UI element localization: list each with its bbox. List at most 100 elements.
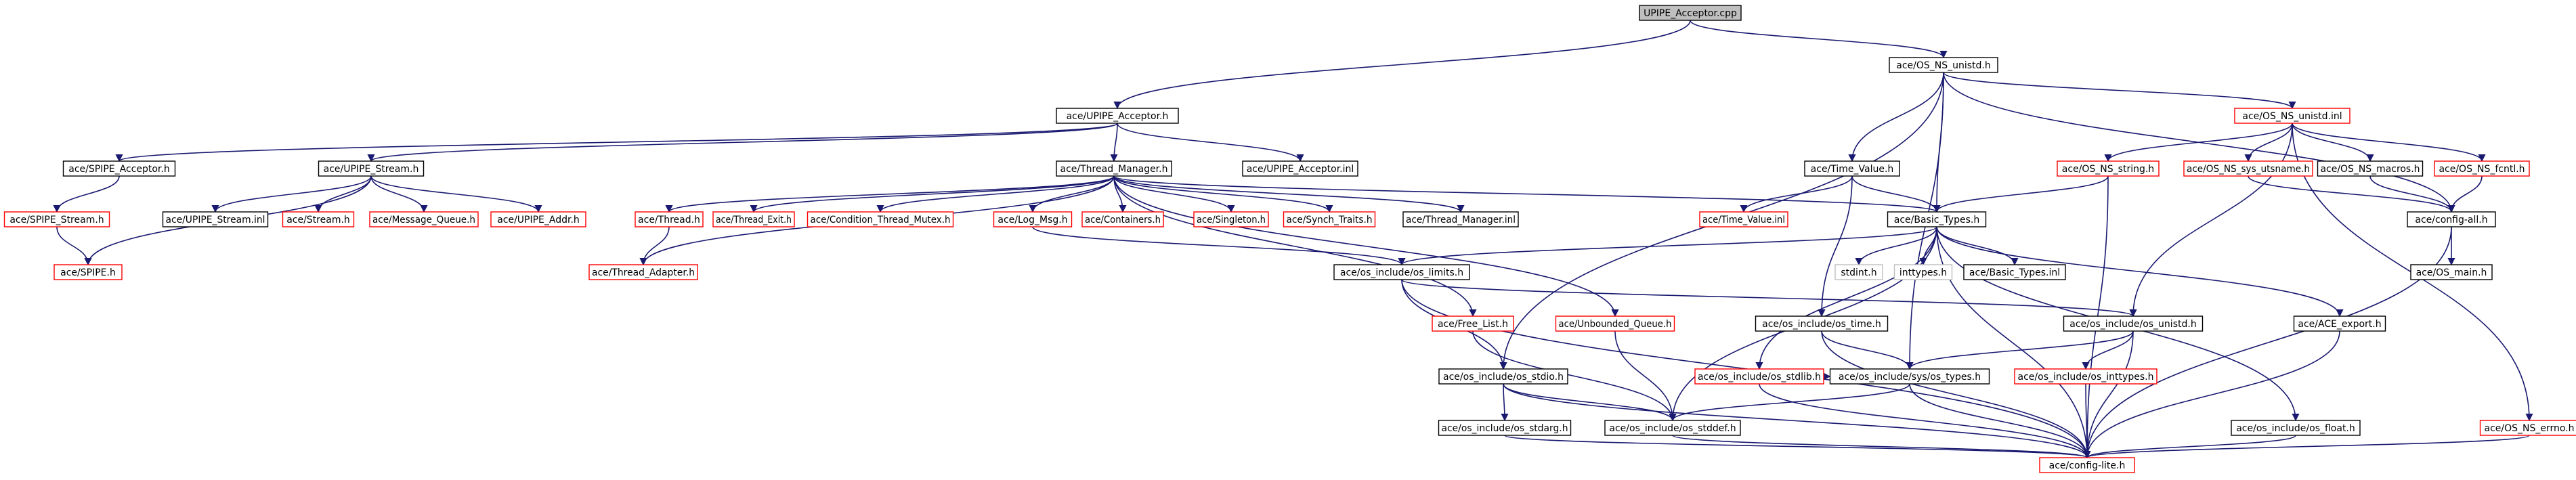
node-os-stdlib-h[interactable]: ace/os_include/os_stdlib.h — [1694, 368, 1824, 385]
node-os-ns-sys-utsname-h[interactable]: ace/OS_NS_sys_utsname.h — [2183, 160, 2313, 177]
node-upipe-stream-h[interactable]: ace/UPIPE_Stream.h — [318, 160, 425, 177]
node-box — [1081, 211, 1164, 227]
node-os-time-h[interactable]: ace/os_include/os_time.h — [1755, 315, 1889, 332]
edge-thread_manager_h-to-thread_h — [665, 175, 1115, 213]
edge-basic_types_h-to-stdint_h — [1855, 226, 1937, 266]
edge-os_stdio_h-to-os_stdarg_h — [1501, 383, 1509, 422]
node-synch-traits-h[interactable]: ace/Synch_Traits.h — [1283, 211, 1376, 227]
node-label: ace/Time_Value.h — [1811, 164, 1894, 175]
node-time-value-h[interactable]: ace/Time_Value.h — [1804, 160, 1900, 177]
node-box — [1283, 211, 1376, 227]
node-config-lite-h[interactable]: ace/config-lite.h — [2039, 457, 2135, 473]
node-box — [2293, 315, 2386, 332]
nodes-layer: UPIPE_Acceptor.cpp ace/OS_NS_unistd.h ace/… — [3, 5, 2576, 473]
node-singleton-h[interactable]: ace/Singleton.h — [1193, 211, 1269, 227]
node-thread-exit-h[interactable]: ace/Thread_Exit.h — [712, 211, 795, 227]
node-label: ace/Containers.h — [1085, 215, 1161, 225]
node-os-ns-fcntl-h[interactable]: ace/OS_NS_fcntl.h — [2434, 160, 2530, 177]
node-upipe-acceptor-inl[interactable]: ace/UPIPE_Acceptor.inl — [1242, 160, 1358, 177]
node-os-ns-unistd-inl[interactable]: ace/OS_NS_unistd.inl — [2234, 108, 2350, 124]
node-box — [2057, 160, 2160, 177]
edge-os_unistd_h-to-os_inttypes_h — [2082, 330, 2134, 370]
node-box — [2434, 160, 2530, 177]
node-box — [1829, 368, 1990, 385]
node-unbounded-queue-h[interactable]: ace/Unbounded_Queue.h — [1555, 315, 1675, 332]
node-spipe-stream-h[interactable]: ace/SPIPE_Stream.h — [3, 211, 110, 227]
node-box — [1887, 211, 1987, 227]
node-box — [318, 160, 425, 177]
node-os-ns-string-h[interactable]: ace/OS_NS_string.h — [2057, 160, 2160, 177]
node-label: stdint.h — [1841, 267, 1876, 278]
node-os-stdarg-h[interactable]: ace/os_include/os_stdarg.h — [1438, 420, 1572, 436]
edge-thread_manager_h-to-free_list_h — [1113, 175, 1477, 318]
node-os-ns-errno-h[interactable]: ace/OS_NS_errno.h — [2479, 420, 2576, 436]
node-box — [2039, 457, 2135, 473]
node-os-limits-h[interactable]: ace/os_include/os_limits.h — [1333, 264, 1470, 280]
node-upipe-acceptor-h[interactable]: ace/UPIPE_Acceptor.h — [1056, 108, 1179, 124]
node-thread-manager-inl[interactable]: ace/Thread_Manager.inl — [1402, 211, 1519, 227]
node-root[interactable]: UPIPE_Acceptor.cpp — [1639, 5, 1742, 21]
edge-basic_types_h-to-os_stdlib_h — [1755, 226, 1937, 370]
edge-os_inttypes_h-to-config_lite_h — [2083, 383, 2091, 459]
node-config-all-h[interactable]: ace/config-all.h — [2407, 211, 2496, 227]
node-label: ace/OS_NS_errno.h — [2484, 423, 2574, 434]
edge-upipe_stream_h-to-stream_h — [314, 175, 372, 213]
node-time-value-inl[interactable]: ace/Time_Value.inl — [1699, 211, 1788, 227]
node-box — [1834, 264, 1883, 280]
node-box — [3, 211, 110, 227]
node-os-float-h[interactable]: ace/os_include/os_float.h — [2231, 420, 2361, 436]
edge-free_list_h-to-os_stddef_h — [1472, 330, 1677, 422]
node-spipe-acceptor-h[interactable]: ace/SPIPE_Acceptor.h — [62, 160, 176, 177]
edge-ace_export_h-to-config_lite_h — [2083, 330, 2340, 459]
node-upipe-stream-inl[interactable]: ace/UPIPE_Stream.inl — [162, 211, 269, 227]
node-free-list-h[interactable]: ace/Free_List.h — [1432, 315, 1514, 332]
node-label: ace/os_include/os_unistd.h — [2069, 319, 2196, 330]
node-sys-os-types-h[interactable]: ace/os_include/sys/os_types.h — [1829, 368, 1990, 385]
edge-thread_h-to-thread_adapter_h — [639, 226, 670, 266]
node-os-stddef-h[interactable]: ace/os_include/os_stddef.h — [1604, 420, 1741, 436]
node-message-queue-h[interactable]: ace/Message_Queue.h — [369, 211, 479, 227]
node-box — [490, 211, 586, 227]
node-containers-h[interactable]: ace/Containers.h — [1081, 211, 1164, 227]
node-spipe-h[interactable]: ace/SPIPE.h — [53, 264, 123, 280]
node-upipe-addr-h[interactable]: ace/UPIPE_Addr.h — [490, 211, 586, 227]
node-basic-types-inl[interactable]: ace/Basic_Types.inl — [1963, 264, 2066, 280]
node-thread-adapter-h[interactable]: ace/Thread_Adapter.h — [588, 264, 698, 280]
node-label: ace/OS_NS_unistd.h — [1896, 60, 1991, 71]
edge-thread_manager_h-to-condition_thread_mutex_h — [876, 175, 1115, 213]
edge-os_stdarg_h-to-config_lite_h — [1504, 435, 2091, 459]
node-box — [588, 264, 698, 280]
node-stream-h[interactable]: ace/Stream.h — [282, 211, 355, 227]
node-label: ace/os_include/os_stdarg.h — [1442, 423, 1568, 434]
edge-os_stdio_h-to-os_stddef_h — [1503, 383, 1677, 422]
node-os-main-h[interactable]: ace/OS_main.h — [2410, 264, 2493, 280]
node-thread-h[interactable]: ace/Thread.h — [635, 211, 704, 227]
node-os-ns-macros-h[interactable]: ace/OS_NS_macros.h — [2317, 160, 2424, 177]
node-box — [1889, 57, 1998, 73]
node-os-unistd-h[interactable]: ace/os_include/os_unistd.h — [2063, 315, 2204, 332]
node-stdint-h[interactable]: stdint.h — [1834, 264, 1883, 280]
node-label: ace/Unbounded_Queue.h — [1559, 319, 1672, 330]
node-thread-manager-h[interactable]: ace/Thread_Manager.h — [1056, 160, 1172, 177]
node-label: ace/OS_NS_string.h — [2062, 164, 2154, 175]
edge-os_time_h-to-sys_os_types_h — [1821, 330, 1914, 370]
edge-os_ns_unistd_inl-to-os_ns_string_h — [2104, 123, 2293, 162]
node-basic-types-h[interactable]: ace/Basic_Types.h — [1887, 211, 1987, 227]
node-box — [2234, 108, 2350, 124]
edge-basic_types_h-to-config_lite_h — [1936, 226, 2091, 459]
edge-os_ns_fcntl_h-to-config_all_h — [2447, 175, 2483, 213]
node-os-ns-unistd-h[interactable]: ace/OS_NS_unistd.h — [1889, 57, 1998, 73]
node-box — [1402, 211, 1519, 227]
node-ace-export-h[interactable]: ace/ACE_export.h — [2293, 315, 2386, 332]
edge-upipe_acceptor_h-to-spipe_acceptor_h — [115, 123, 1118, 162]
node-condition-thread-mutex-h[interactable]: ace/Condition_Thread_Mutex.h — [807, 211, 954, 227]
node-inttypes-h[interactable]: inttypes.h — [1893, 264, 1953, 280]
node-label: ace/Basic_Types.inl — [1969, 267, 2060, 278]
edge-thread_manager_h-to-thread_manager_inl — [1113, 175, 1465, 213]
node-os-stdio-h[interactable]: ace/os_include/os_stdio.h — [1438, 368, 1568, 385]
node-log-msg-h[interactable]: ace/Log_Msg.h — [993, 211, 1073, 227]
node-label: ace/SPIPE.h — [60, 267, 116, 278]
node-os-inttypes-h[interactable]: ace/os_include/os_inttypes.h — [2014, 368, 2158, 385]
edge-basic_types_h-to-basic_types_inl — [1936, 226, 2019, 266]
